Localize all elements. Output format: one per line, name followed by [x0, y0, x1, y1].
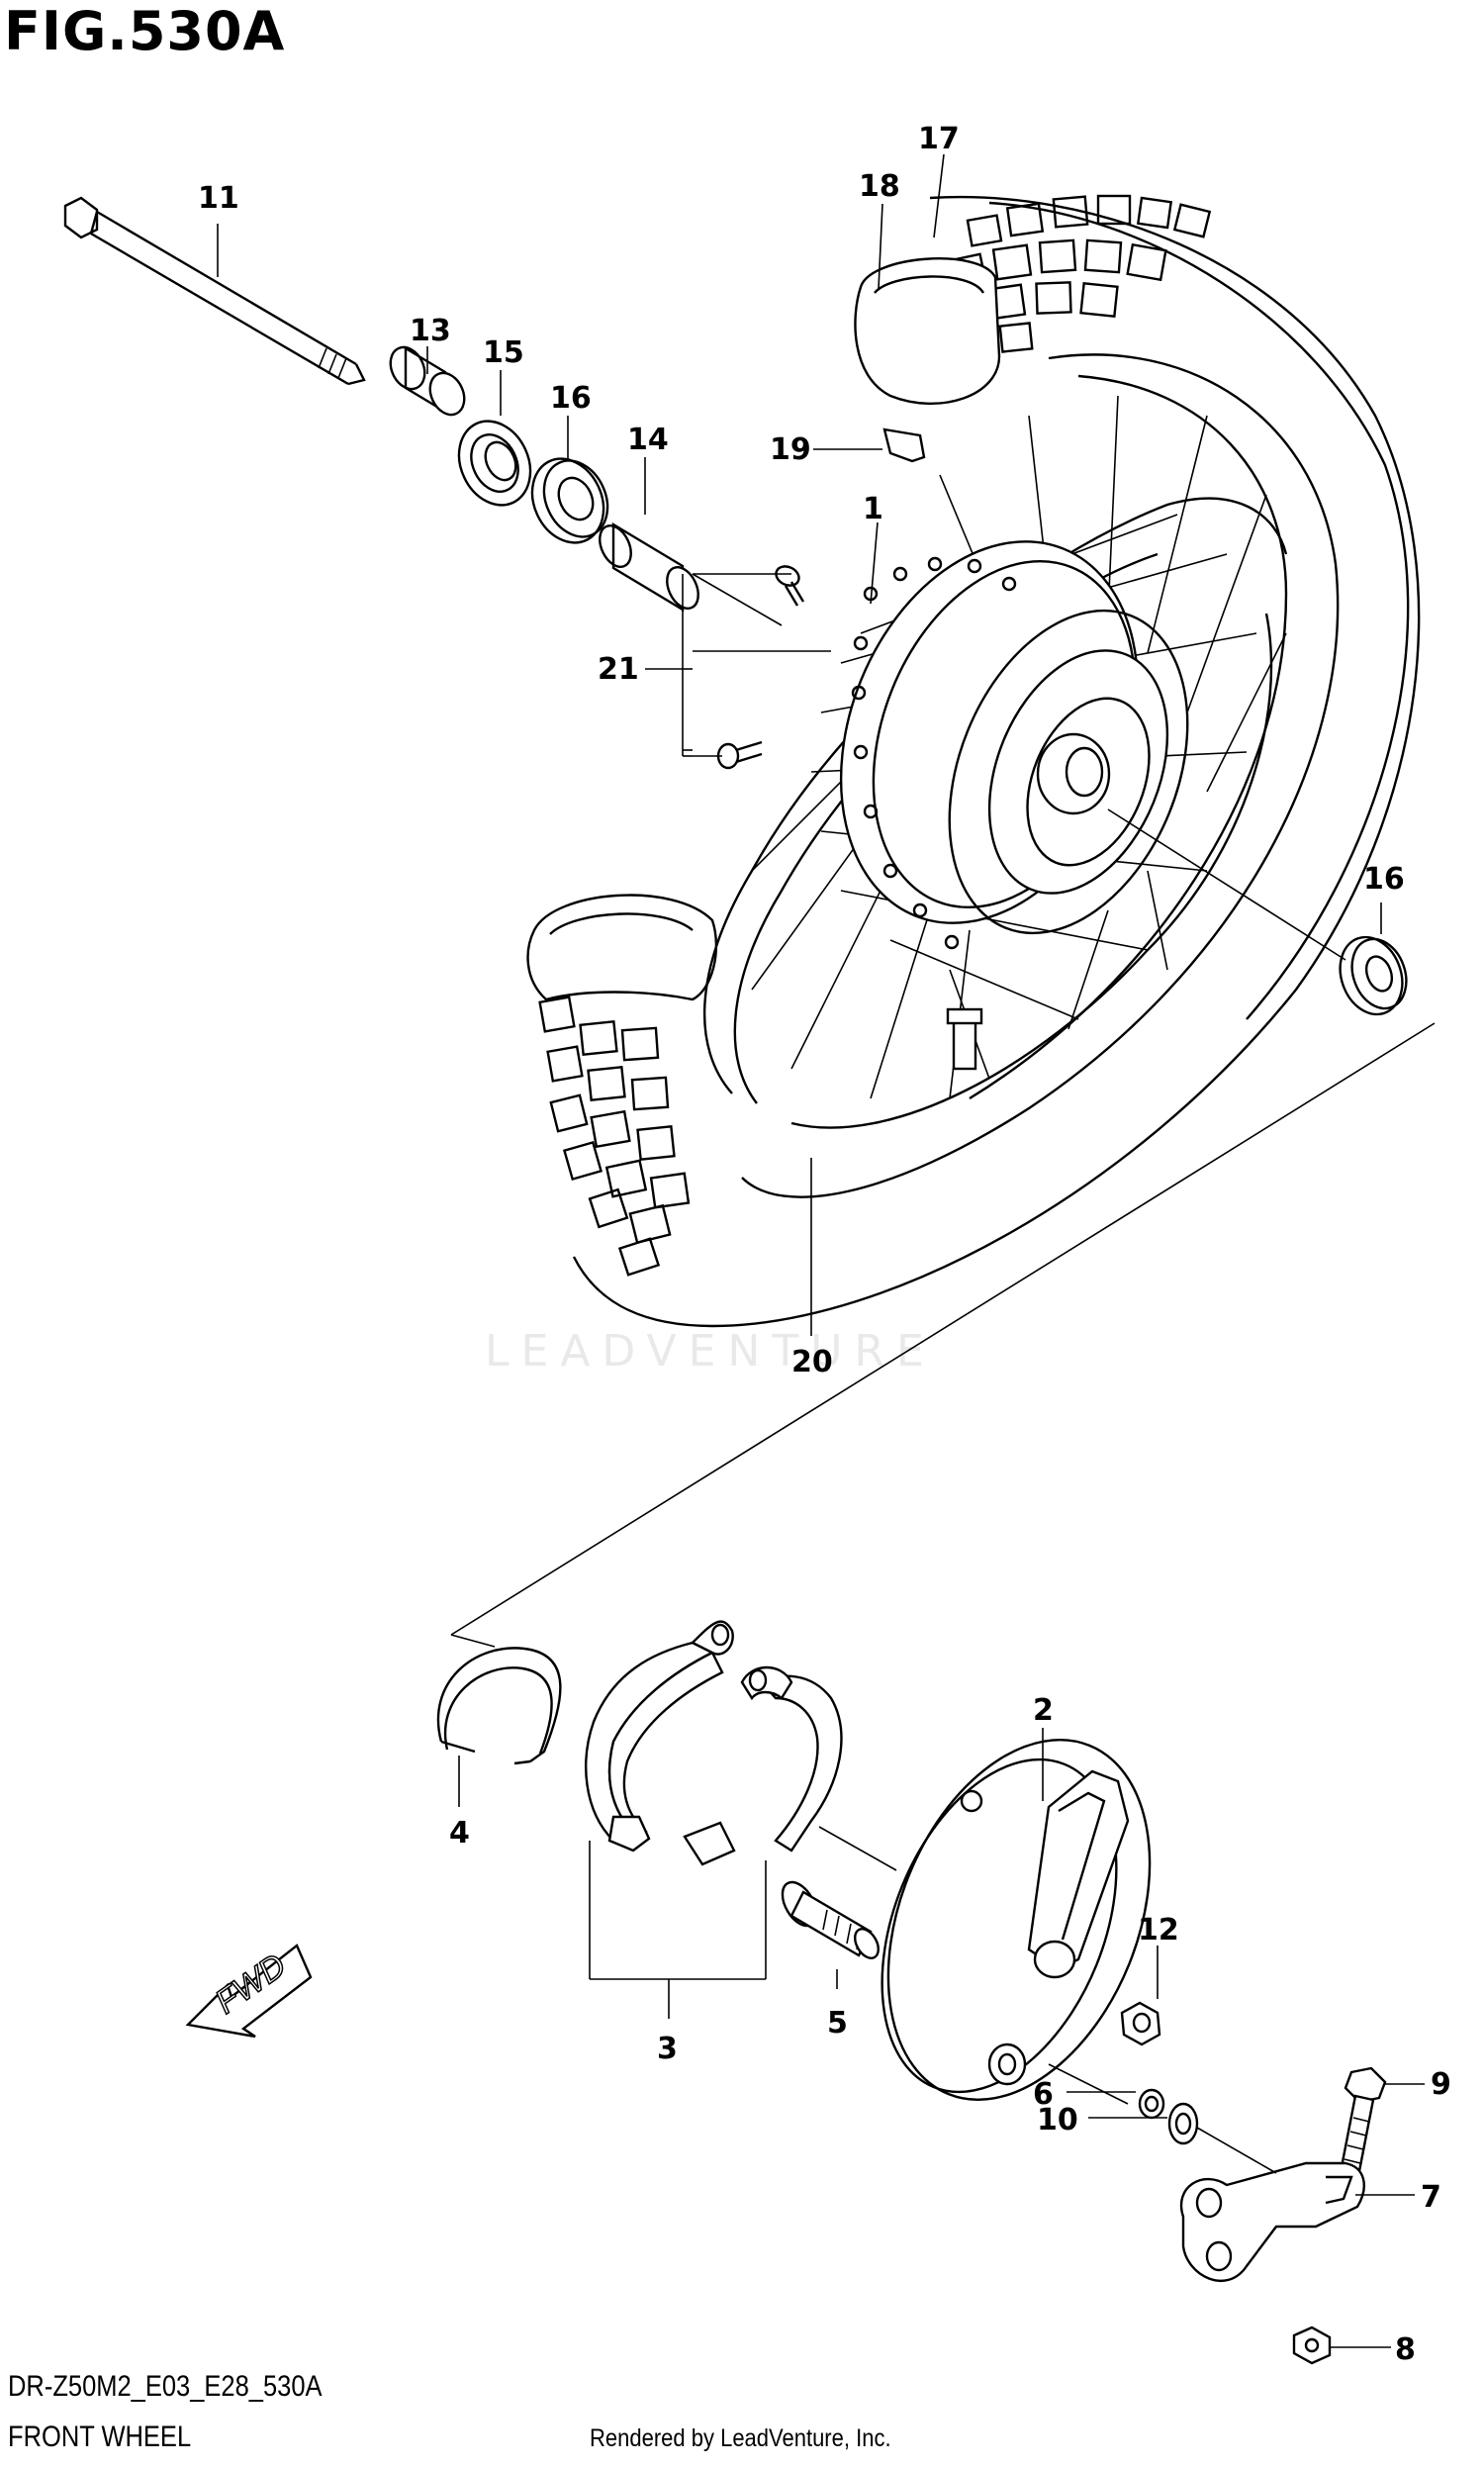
callout-18: 18 — [859, 169, 900, 204]
nut-8[interactable] — [1292, 2326, 1332, 2365]
callout-11: 11 — [198, 181, 239, 216]
callout-3: 3 — [657, 2032, 678, 2066]
oil-seal-15[interactable] — [446, 410, 544, 517]
hub-1[interactable] — [787, 497, 1232, 969]
brake-shoe-3-right[interactable] — [683, 1665, 843, 1866]
callout-5: 5 — [827, 2006, 848, 2041]
callout-19: 19 — [770, 432, 811, 467]
spring-4[interactable] — [436, 1647, 562, 1765]
section-name: FRONT WHEEL — [8, 2421, 192, 2453]
rim-valve — [946, 1007, 983, 1071]
bracket-7[interactable] — [1179, 2161, 1365, 2283]
bearing-16-left[interactable] — [519, 447, 620, 554]
callout-6: 6 — [1033, 2077, 1054, 2112]
rendered-by-credit: Rendered by LeadVenture, Inc. — [590, 2424, 891, 2452]
callout-10: 10 — [1037, 2103, 1078, 2137]
callout-15: 15 — [483, 335, 524, 370]
callout-21: 21 — [598, 652, 639, 687]
callout-20: 20 — [791, 1345, 833, 1379]
callout-1: 1 — [863, 492, 883, 526]
figure-title: FIG.530A — [4, 0, 286, 62]
callout-17: 17 — [918, 122, 960, 156]
callout-9: 9 — [1431, 2067, 1451, 2102]
brake-shoe-3-left[interactable] — [585, 1620, 734, 1852]
leader-lines-lower — [458, 1728, 1425, 2348]
axle-bolt[interactable] — [63, 196, 366, 386]
callout-16-left: 16 — [550, 381, 592, 416]
callout-7: 7 — [1421, 2180, 1441, 2215]
rim-band-19[interactable] — [882, 427, 926, 463]
exploded-parts-diagram: FWD 11 13 15 16 14 17 18 19 1 21 16 20 2… — [63, 122, 1451, 2367]
nut-12[interactable] — [1120, 2001, 1161, 2046]
model-code: DR-Z50M2_E03_E28_530A — [8, 2370, 323, 2403]
screw-21-upper[interactable] — [773, 563, 805, 607]
bearing-16-right[interactable] — [1330, 928, 1416, 1023]
washer-6[interactable] — [1138, 2088, 1165, 2120]
callout-13: 13 — [410, 314, 451, 348]
callout-14: 14 — [627, 423, 669, 457]
callout-2: 2 — [1033, 1693, 1054, 1728]
spacer-14[interactable] — [594, 521, 704, 614]
leader-lines-upper — [217, 153, 1436, 1648]
cam-5[interactable] — [776, 1876, 883, 1962]
callout-4: 4 — [449, 1816, 470, 1851]
screw-21-lower[interactable] — [716, 740, 763, 770]
fwd-arrow: FWD — [185, 1944, 313, 2039]
watermark: LEADVENTURE — [485, 1326, 936, 1377]
callout-16-right: 16 — [1363, 862, 1405, 897]
washer-10[interactable] — [1167, 2102, 1199, 2145]
bolt-9[interactable] — [1340, 2066, 1387, 2173]
tube-18[interactable] — [854, 257, 1001, 405]
spacer-13[interactable] — [384, 341, 471, 420]
callout-12: 12 — [1138, 1913, 1179, 1947]
callout-8: 8 — [1395, 2332, 1416, 2367]
brake-panel-2[interactable] — [837, 1701, 1200, 2138]
